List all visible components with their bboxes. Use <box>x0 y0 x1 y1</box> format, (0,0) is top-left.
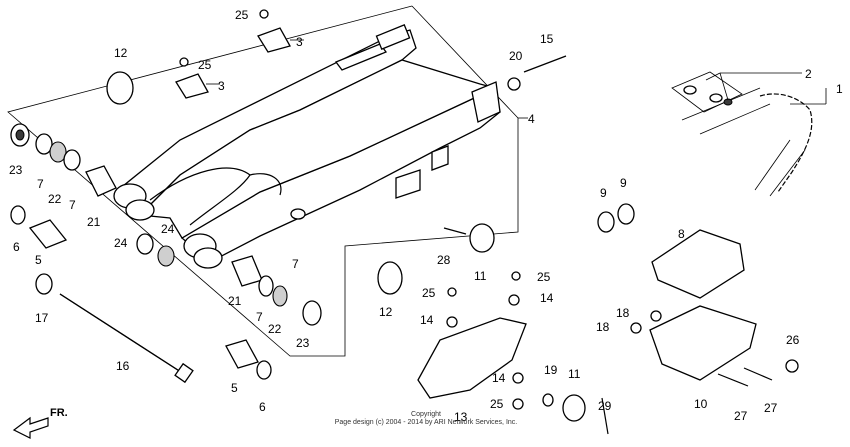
copyright-line2: Page design (c) 2004 - 2014 by ARI Netwo… <box>335 419 518 426</box>
callout-13: 13 <box>454 410 468 424</box>
callout-20: 20 <box>509 49 523 63</box>
callout-6: 6 <box>259 400 266 414</box>
callout-11: 11 <box>568 367 581 381</box>
leader-lines <box>206 39 827 105</box>
callout-16: 16 <box>116 359 130 373</box>
callout-25: 25 <box>422 286 436 300</box>
callout-18: 18 <box>596 320 610 334</box>
callout-25: 25 <box>537 270 551 284</box>
callout-27: 27 <box>764 401 778 415</box>
callout-7: 7 <box>37 177 44 191</box>
direction-label: FR. <box>50 407 68 419</box>
callout-3: 3 <box>218 79 225 93</box>
callout-23: 23 <box>9 163 23 177</box>
right-pivot-parts[interactable] <box>136 233 322 380</box>
callout-12: 12 <box>114 46 128 60</box>
callout-17: 17 <box>35 311 49 325</box>
callout-10: 10 <box>694 397 708 411</box>
left-pivot-parts[interactable] <box>10 123 194 384</box>
callout-7: 7 <box>256 310 263 324</box>
callout-4: 4 <box>528 112 535 126</box>
callout-3: 3 <box>296 35 303 49</box>
callout-18: 18 <box>616 306 630 320</box>
callout-5: 5 <box>231 381 238 395</box>
copyright-line1: Copyright <box>411 411 441 418</box>
callout-9: 9 <box>620 176 627 190</box>
callout-14: 14 <box>540 291 554 305</box>
callout-21: 21 <box>87 215 101 229</box>
callout-5: 5 <box>35 253 42 267</box>
callout-22: 22 <box>48 192 62 206</box>
callouts: 1 2 3 3 4 5 5 6 6 7 7 7 7 8 9 9 10 11 11… <box>9 8 843 424</box>
callout-6: 6 <box>13 240 20 254</box>
callout-15: 15 <box>540 32 554 46</box>
callout-29: 29 <box>598 399 612 413</box>
callout-9: 9 <box>600 186 607 200</box>
callout-24: 24 <box>161 222 175 236</box>
callout-14: 14 <box>492 371 506 385</box>
arrow-icon <box>12 416 49 439</box>
callout-2: 2 <box>805 67 812 81</box>
callout-8: 8 <box>678 227 685 241</box>
callout-1: 1 <box>836 82 843 96</box>
copyright-notice: Copyright Page design (c) 2004 - 2014 by… <box>335 411 518 426</box>
callout-25: 25 <box>198 58 212 72</box>
callout-11: 11 <box>474 269 487 283</box>
callout-27: 27 <box>734 409 748 423</box>
callout-25: 25 <box>235 8 249 22</box>
swingarm[interactable] <box>113 24 501 269</box>
callout-25: 25 <box>490 397 504 411</box>
callout-22: 22 <box>268 322 282 336</box>
callout-7: 7 <box>292 257 299 271</box>
callout-24: 24 <box>114 236 128 250</box>
callout-26: 26 <box>786 333 800 347</box>
callout-12: 12 <box>379 305 393 319</box>
front-direction-arrow: FR. <box>12 407 68 439</box>
callout-14: 14 <box>420 313 434 327</box>
callout-7: 7 <box>69 198 76 212</box>
callout-19: 19 <box>544 363 558 377</box>
callout-21: 21 <box>228 294 242 308</box>
callout-28: 28 <box>437 253 451 267</box>
drive-chain[interactable] <box>671 71 813 197</box>
misc-parts[interactable] <box>106 9 799 435</box>
callout-23: 23 <box>296 336 310 350</box>
